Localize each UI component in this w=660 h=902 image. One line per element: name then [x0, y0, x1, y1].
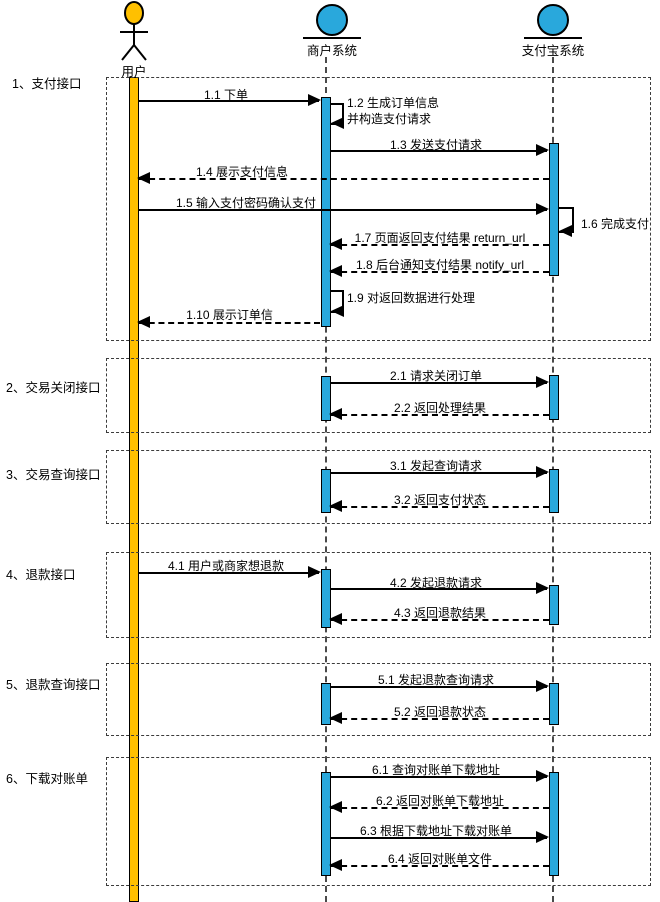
actor-user-label: 用户 [121, 65, 147, 79]
section-box-3 [106, 450, 651, 524]
arrowhead-right-icon [536, 831, 549, 843]
arrowhead-right-icon [536, 376, 549, 388]
message-6-1-label: 6.1 查询对账单下载地址 [371, 763, 501, 777]
activation-bar-merchant-5 [321, 683, 331, 725]
section-box-6 [106, 757, 651, 886]
section-label-5: 5、退款查询接口 [6, 678, 101, 692]
actor-alipay-label: 支付宝系统 [521, 44, 585, 58]
arrowhead-left-icon [329, 500, 342, 512]
section-box-4 [106, 552, 651, 638]
activation-bar-alipay-4 [549, 585, 559, 625]
activation-bar-merchant-4 [321, 569, 331, 628]
message-2-1-label: 2.1 请求关闭订单 [389, 369, 483, 383]
message-1-10-label: 1.10 展示订单信 [186, 308, 273, 322]
arrowhead-left-icon [329, 265, 342, 277]
actor-alipay-underline [524, 37, 582, 39]
message-1-6-label: 1.6 完成支付 [581, 217, 650, 231]
section-label-1: 1、支付接口 [12, 77, 82, 91]
arrowhead-left-icon [329, 408, 342, 420]
message-3-1-label: 3.1 发起查询请求 [389, 459, 483, 473]
arrowhead-left-icon [329, 801, 342, 813]
arrowhead-right-icon [536, 203, 549, 215]
arrowhead-left-icon [559, 225, 572, 237]
activation-bar-alipay-2 [549, 375, 559, 420]
arrowhead-right-icon [308, 94, 321, 106]
arrowhead-left-icon [329, 238, 342, 250]
actor-merchant-label: 商户系统 [306, 44, 357, 58]
message-6-3-label: 6.3 根据下载地址下载对账单 [359, 824, 513, 838]
arrowhead-left-icon [331, 117, 344, 129]
activation-bar-merchant-6 [321, 772, 331, 876]
section-box-2 [106, 358, 651, 433]
activation-bar-merchant-2 [321, 376, 331, 421]
message-5-2-label: 5.2 返回退款状态 [393, 705, 487, 719]
arrowhead-right-icon [536, 582, 549, 594]
message-1-5-label: 1.5 输入支付密码确认支付 [175, 196, 317, 210]
message-1-4-label: 1.4 展示支付信息 [195, 165, 289, 179]
activation-bar-merchant-3 [321, 469, 331, 513]
section-label-3: 3、交易查询接口 [6, 468, 101, 482]
message-1-7-label: 1.7 页面返回支付结果 return_url [354, 231, 526, 245]
arrowhead-right-icon [536, 770, 549, 782]
activation-bar-alipay-3 [549, 469, 559, 513]
message-4-2-label: 4.2 发起退款请求 [389, 576, 483, 590]
section-box-1 [106, 77, 651, 341]
message-5-1-label: 5.1 发起退款查询请求 [377, 673, 495, 687]
arrowhead-left-icon [329, 712, 342, 724]
arrowhead-right-icon [536, 466, 549, 478]
arrowhead-left-icon [331, 305, 344, 317]
actor-alipay-circle-icon [537, 4, 569, 36]
message-6-4-label: 6.4 返回对账单文件 [387, 852, 493, 866]
section-label-2: 2、交易关闭接口 [6, 381, 101, 395]
arrowhead-left-icon [137, 172, 150, 184]
arrowhead-right-icon [536, 144, 549, 156]
activation-bar-merchant-1 [321, 97, 331, 327]
message-4-3-label: 4.3 返回退款结果 [393, 606, 487, 620]
message-4-1-label: 4.1 用户或商家想退款 [167, 559, 285, 573]
actor-merchant-underline [303, 37, 361, 39]
actor-user-figure [120, 1, 148, 61]
actor-merchant-circle-icon [316, 4, 348, 36]
arrowhead-right-icon [308, 566, 321, 578]
message-1-3-label: 1.3 发送支付请求 [389, 138, 483, 152]
message-1-9-label: 1.9 对返回数据进行处理 [347, 291, 476, 305]
message-2-2-label: 2.2 返回处理结果 [393, 401, 487, 415]
arrowhead-left-icon [137, 316, 150, 328]
message-3-2-label: 3.2 返回支付状态 [393, 493, 487, 507]
message-1-1-label: 1.1 下单 [203, 88, 249, 102]
message-1-2-label: 1.2 生成订单信息 并构造支付请求 [347, 96, 440, 126]
arrowhead-left-icon [329, 613, 342, 625]
activation-bar-alipay-1 [549, 143, 559, 276]
user-head-icon [124, 1, 144, 25]
message-6-2-label: 6.2 返回对账单下载地址 [375, 794, 505, 808]
section-box-5 [106, 663, 651, 736]
message-1-8-label: 1.8 后台通知支付结果 notify_url [355, 258, 525, 272]
activation-bar-alipay-6 [549, 772, 559, 876]
arrowhead-right-icon [536, 680, 549, 692]
section-label-4: 4、退款接口 [6, 568, 76, 582]
activation-bar-alipay-5 [549, 683, 559, 725]
arrowhead-left-icon [329, 859, 342, 871]
section-label-6: 6、下载对账单 [6, 772, 88, 786]
